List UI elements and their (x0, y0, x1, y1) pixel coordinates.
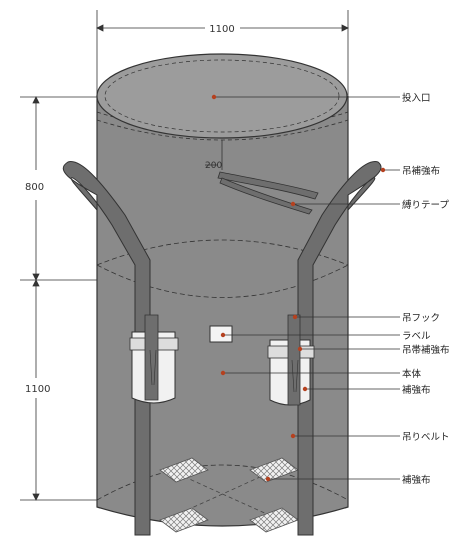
label-hanging-belt: 吊りベルト (402, 432, 450, 443)
label-hook: 吊フック (402, 313, 440, 324)
dim-lower-height: 1100 (25, 384, 50, 395)
label-reinforcement-side: 補強布 (402, 384, 431, 396)
binding-tape (217, 140, 319, 215)
right-belt-loop (297, 161, 382, 536)
label-strap-reinforcement: 吊帯補強布 (402, 344, 450, 356)
dim-tape-offset: 200 (205, 161, 222, 171)
leader-lines (214, 96, 400, 480)
right-strap-reinforcement (267, 314, 315, 406)
inlet-opening (96, 53, 348, 139)
label-body: 本体 (402, 368, 422, 380)
left-strap-reinforcement (129, 314, 179, 404)
dim-upper-height: 800 (25, 182, 44, 193)
label-label: ラベル (402, 331, 431, 342)
dimension-lines (20, 10, 349, 501)
leader-dots (211, 94, 386, 482)
label-hanging-reinforcement: 吊補強布 (402, 165, 440, 177)
label-reinforcement-bottom: 補強布 (402, 474, 431, 486)
label-binding-tape: 縛りテープ (402, 199, 449, 211)
dim-top-width: 1100 (209, 24, 234, 35)
label-inlet: 投入口 (402, 92, 431, 104)
label-patch (209, 325, 233, 343)
